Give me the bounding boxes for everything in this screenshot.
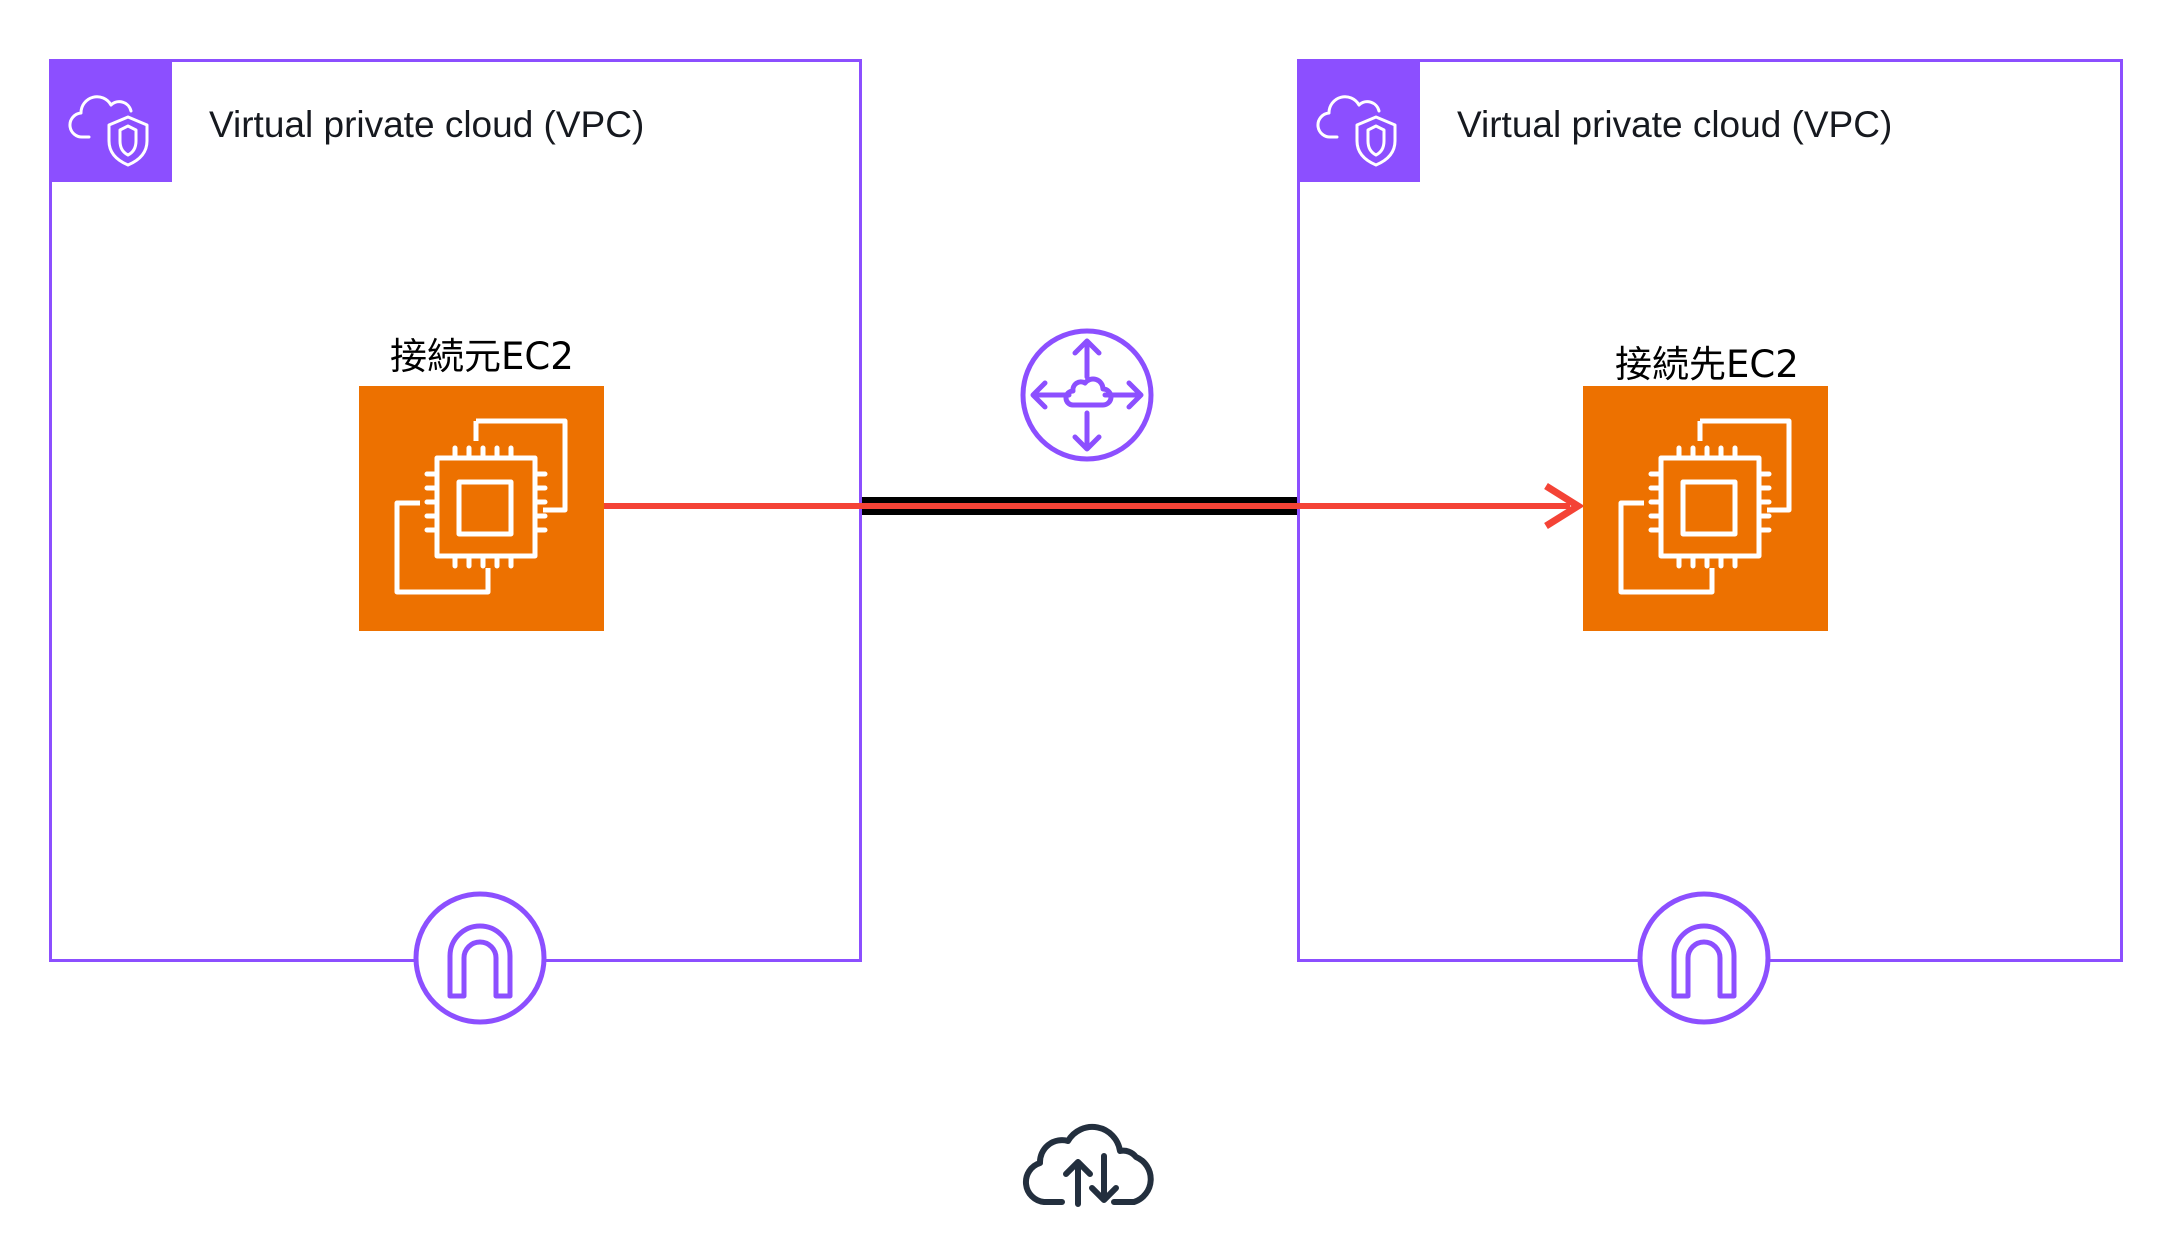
vpc-router-icon xyxy=(1019,327,1155,463)
cloud-upload-download-icon xyxy=(1016,1112,1160,1212)
internet-gateway-icon xyxy=(412,890,548,1026)
vpc-cloud-shield-icon xyxy=(49,59,172,182)
arrowhead xyxy=(1544,483,1585,529)
ec2-instances-icon xyxy=(394,418,568,595)
vpc-cloud-shield-icon xyxy=(1297,59,1420,182)
ec2-instance-destination xyxy=(1583,386,1828,631)
internet-gateway-icon xyxy=(1636,890,1772,1026)
ec2-label-destination: 接続先EC2 xyxy=(1615,343,1799,386)
ec2-instances-icon xyxy=(1618,418,1792,595)
ec2-instance-source xyxy=(359,386,604,631)
ec2-label-source: 接続元EC2 xyxy=(390,335,574,378)
vpc-title: Virtual private cloud (VPC) xyxy=(209,104,645,145)
vpc-title: Virtual private cloud (VPC) xyxy=(1457,104,1893,145)
